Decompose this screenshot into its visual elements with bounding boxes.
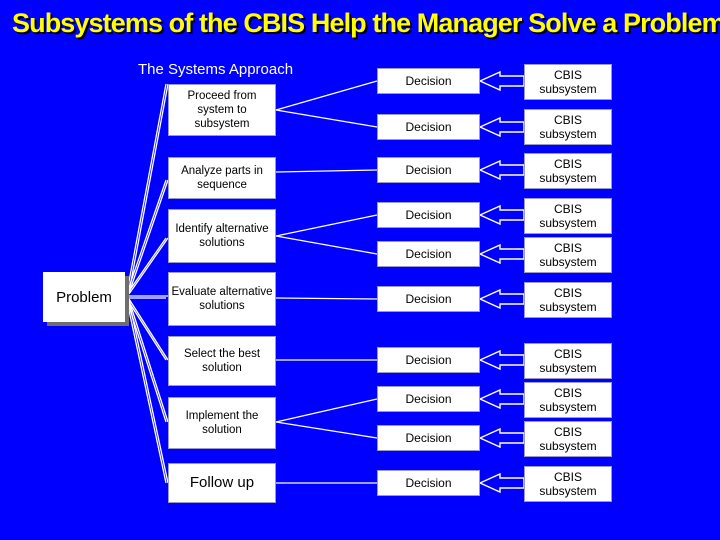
decision-box: Decision: [377, 425, 480, 451]
step-evaluate: Evaluate alternative solutions: [168, 272, 276, 326]
cbis-subsystem-box: CBIS subsystem: [524, 198, 612, 234]
cbis-subsystem-box: CBIS subsystem: [524, 343, 612, 379]
cbis-subsystem-box: CBIS subsystem: [524, 421, 612, 457]
cbis-subsystem-box: CBIS subsystem: [524, 109, 612, 145]
decision-box: Decision: [377, 68, 480, 94]
cbis-subsystem-box: CBIS subsystem: [524, 282, 612, 318]
decision-box: Decision: [377, 286, 480, 312]
step-analyze: Analyze parts in sequence: [168, 157, 276, 199]
cbis-subsystem-box: CBIS subsystem: [524, 382, 612, 418]
cbis-subsystem-box: CBIS subsystem: [524, 466, 612, 502]
decision-box: Decision: [377, 202, 480, 228]
step-proceed: Proceed from system to subsystem: [168, 84, 276, 136]
cbis-subsystem-box: CBIS subsystem: [524, 237, 612, 273]
problem-box: Problem: [43, 272, 125, 322]
decision-box: Decision: [377, 347, 480, 373]
page-title: Subsystems of the CBIS Help the Manager …: [12, 8, 720, 38]
step-implement: Implement the solution: [168, 397, 276, 449]
step-follow-up: Follow up: [168, 463, 276, 503]
step-select: Select the best solution: [168, 336, 276, 386]
decision-box: Decision: [377, 470, 480, 496]
cbis-subsystem-box: CBIS subsystem: [524, 64, 612, 100]
decision-box: Decision: [377, 157, 480, 183]
step-identify: Identify alternative solutions: [168, 209, 276, 263]
cbis-subsystem-box: CBIS subsystem: [524, 153, 612, 189]
decision-box: Decision: [377, 114, 480, 140]
decision-box: Decision: [377, 241, 480, 267]
decision-box: Decision: [377, 386, 480, 412]
subtitle: The Systems Approach: [138, 61, 294, 78]
